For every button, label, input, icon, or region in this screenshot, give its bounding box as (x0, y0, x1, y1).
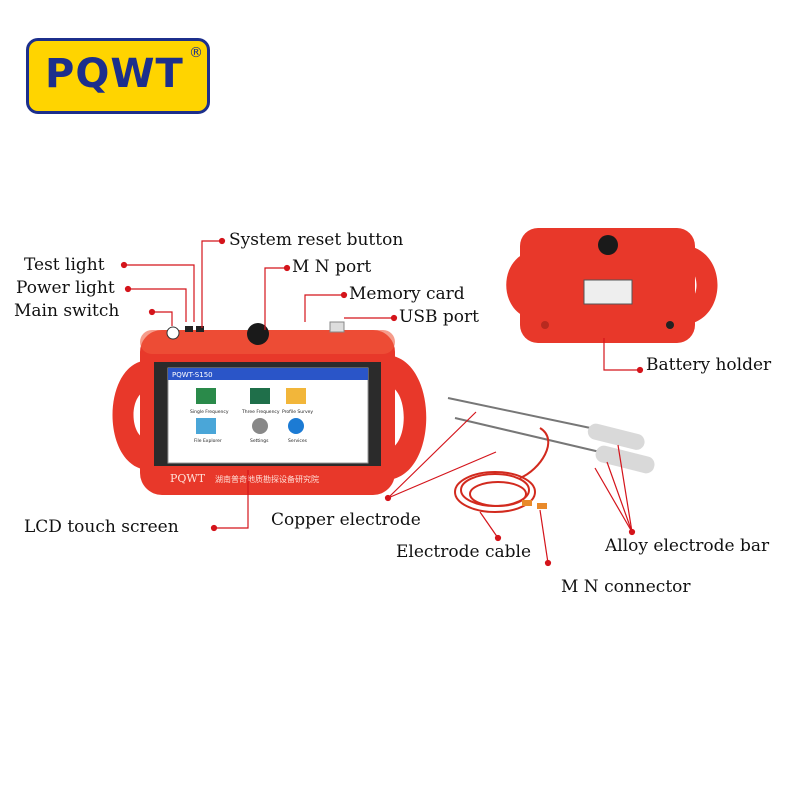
battery-holder-label (583, 279, 633, 305)
pqwt-logo: PQWT ® (26, 38, 210, 114)
back-device (506, 228, 718, 343)
book-icon (250, 388, 270, 404)
chart-icon (196, 388, 216, 404)
label-usb-port: USB port (399, 307, 479, 327)
menu-label: Profile Survey (282, 409, 313, 415)
front-chinese: 湖南普奇地质勘探设备研究院 (215, 474, 319, 484)
label-mn-connector: M N connector (561, 577, 691, 597)
label-test-light: Test light (24, 255, 105, 275)
label-main-switch: Main switch (14, 301, 120, 321)
menu-label: Single Frequency (190, 409, 229, 415)
folder-icon (286, 388, 306, 404)
label-alloy-electrode-bar: Alloy electrode bar (605, 536, 770, 556)
label-power-light: Power light (16, 278, 115, 298)
registered-mark: ® (189, 45, 203, 61)
file-icon (196, 418, 216, 434)
menu-label: Settings (250, 438, 269, 444)
mn-port-icon (247, 323, 269, 345)
phone-icon (288, 418, 304, 434)
main-switch-icon (166, 326, 180, 340)
leader-lines (120, 237, 644, 567)
gear-icon (252, 418, 268, 434)
main-device: PQWT-S150 Single Frequency Three Frequen… (112, 321, 427, 495)
electrodes (447, 397, 655, 513)
label-memory-card: Memory card (349, 284, 465, 304)
front-brand: PQWT (170, 472, 206, 485)
label-copper-electrode: Copper electrode (271, 510, 421, 530)
label-lcd-touch-screen: LCD touch screen (24, 517, 179, 537)
label-system-reset-button: System reset button (229, 230, 404, 250)
menu-label: Services (288, 438, 308, 444)
usb-port-icon (329, 321, 345, 333)
power-light-icon (185, 326, 193, 332)
screen-menu: Single Frequency Three Frequency Profile… (190, 388, 313, 444)
logo-text: PQWT (45, 51, 184, 97)
test-light-icon (196, 326, 204, 332)
label-electrode-cable: Electrode cable (396, 542, 532, 562)
menu-label: File Explorer (194, 438, 222, 444)
label-battery-holder: Battery holder (646, 355, 772, 375)
menu-label: Three Frequency (241, 409, 280, 415)
label-mn-port: M N port (292, 257, 372, 277)
screen-title: PQWT-S150 (172, 371, 213, 379)
